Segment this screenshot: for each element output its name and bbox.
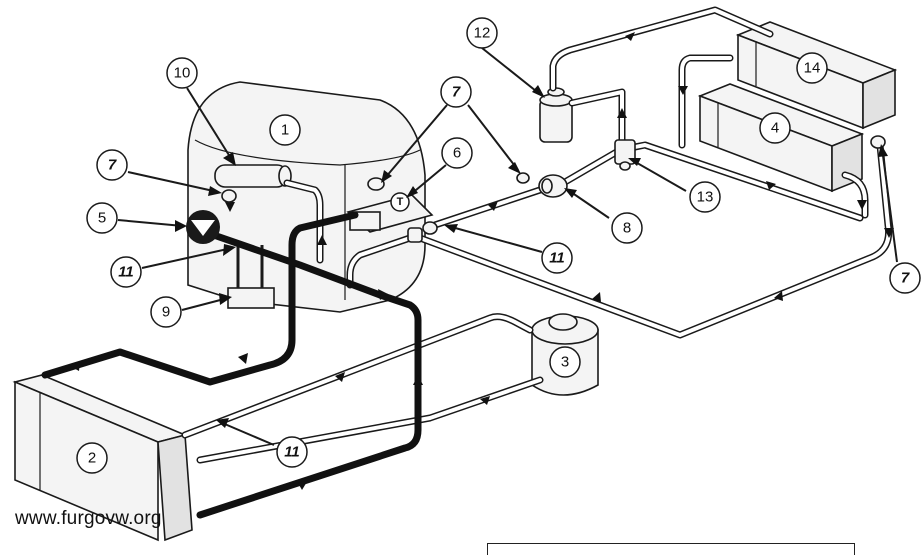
svg-text:1: 1 — [281, 122, 289, 139]
bottom-frame — [487, 543, 855, 555]
label-3: 3 — [549, 346, 581, 378]
callout-5: 5 — [86, 202, 118, 234]
svg-text:4: 4 — [771, 120, 779, 137]
svg-text:13: 13 — [697, 189, 714, 206]
svg-text:7: 7 — [452, 84, 461, 101]
svg-text:T: T — [397, 196, 404, 208]
svg-text:11: 11 — [284, 444, 300, 461]
flow-arrows — [70, 32, 894, 490]
water-pump — [186, 210, 220, 244]
svg-text:11: 11 — [118, 264, 134, 281]
main-coolant-hoses — [41, 211, 422, 519]
leader-lines — [117, 47, 898, 446]
callout-6: 6 — [441, 137, 473, 169]
svg-text:5: 5 — [98, 210, 106, 227]
bypass-manifold — [214, 164, 292, 188]
svg-text:2: 2 — [88, 450, 96, 467]
svg-text:12: 12 — [474, 25, 491, 42]
callout-12: 12 — [466, 17, 498, 49]
svg-text:9: 9 — [162, 304, 170, 321]
label-2: 2 — [76, 442, 108, 474]
svg-text:8: 8 — [623, 220, 631, 237]
callout-7-top: 7 — [440, 76, 472, 108]
tee-13 — [614, 139, 636, 171]
callout-10: 10 — [166, 57, 198, 89]
callout-11-bottom: 11 — [276, 436, 308, 468]
svg-text:7: 7 — [901, 270, 910, 287]
label-4: 4 — [759, 112, 791, 144]
label-14: 14 — [796, 52, 828, 84]
leader-arrowheads — [175, 85, 888, 428]
svg-text:7: 7 — [108, 157, 117, 174]
callout-11-mid: 11 — [541, 242, 573, 274]
valve-8 — [538, 174, 568, 198]
svg-text:10: 10 — [174, 65, 191, 82]
watermark-text: www.furgovw.org — [15, 508, 162, 529]
svg-text:6: 6 — [453, 145, 461, 162]
coolant-hoses — [181, 6, 893, 464]
callout-9: 9 — [150, 296, 182, 328]
bleed-screw-group — [221, 135, 886, 203]
callout-13: 13 — [689, 181, 721, 213]
callout-8: 8 — [611, 212, 643, 244]
svg-text:11: 11 — [549, 250, 565, 267]
svg-text:3: 3 — [561, 354, 569, 371]
label-1: 1 — [269, 114, 301, 146]
filter-canister — [539, 87, 573, 143]
hose-clamp-group — [407, 221, 438, 243]
svg-text:14: 14 — [804, 60, 821, 77]
callout-7-right: 7 — [889, 262, 921, 294]
thermostat-symbol: T — [390, 192, 410, 212]
callout-11-left: 11 — [110, 256, 142, 288]
callout-7-left: 7 — [96, 149, 128, 181]
heater-core-rear — [735, 21, 898, 130]
